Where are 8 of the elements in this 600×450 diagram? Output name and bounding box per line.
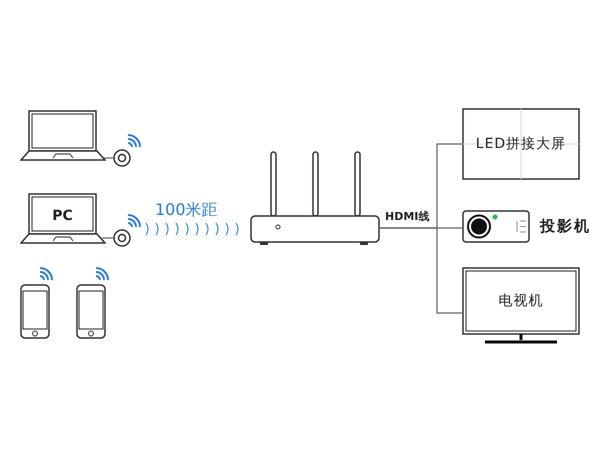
- device-caption: 投影机: [540, 216, 591, 236]
- device-label: 电视机: [498, 292, 544, 310]
- distance-label: 100米距: [155, 200, 218, 221]
- connector-line: [380, 227, 462, 314]
- device-label: LED拼接大屏: [476, 135, 566, 153]
- edge-label: HDMI线: [385, 209, 430, 224]
- device-label: PC: [52, 207, 73, 225]
- connector-line: [102, 237, 113, 239]
